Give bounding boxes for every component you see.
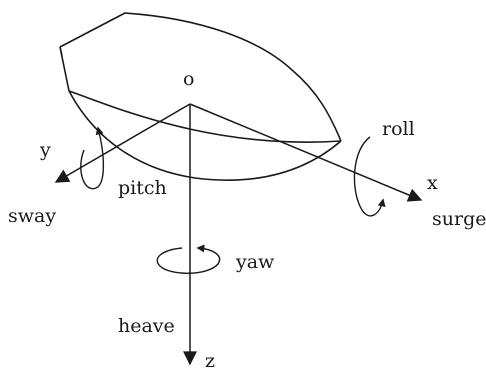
axes — [54, 103, 423, 366]
hull-deck-edge — [59, 12, 342, 142]
surge-label: surge — [432, 208, 486, 230]
hull-keel — [68, 90, 342, 181]
origin-label: o — [183, 68, 194, 90]
hull-waterline — [68, 90, 342, 143]
z-axis-label: z — [205, 350, 215, 372]
pitch-rotation-arrow — [80, 126, 105, 190]
pitch-label: pitch — [118, 177, 167, 199]
yaw-label: yaw — [235, 251, 275, 273]
heave-label: heave — [118, 315, 175, 337]
roll-rotation-arrow — [353, 136, 386, 217]
x-axis-label: x — [427, 172, 438, 194]
y-axis-arrow — [54, 103, 191, 183]
x-axis-arrow — [189, 103, 423, 202]
yaw-rotation-arrow — [156, 244, 221, 274]
labels: o y x z sway pitch roll surge yaw heave — [8, 68, 486, 372]
y-axis-label: y — [39, 139, 51, 161]
rotation-arrows — [80, 126, 386, 274]
roll-label: roll — [382, 118, 415, 140]
hull-stern-edge — [59, 46, 63, 56]
sway-label: sway — [8, 205, 56, 227]
